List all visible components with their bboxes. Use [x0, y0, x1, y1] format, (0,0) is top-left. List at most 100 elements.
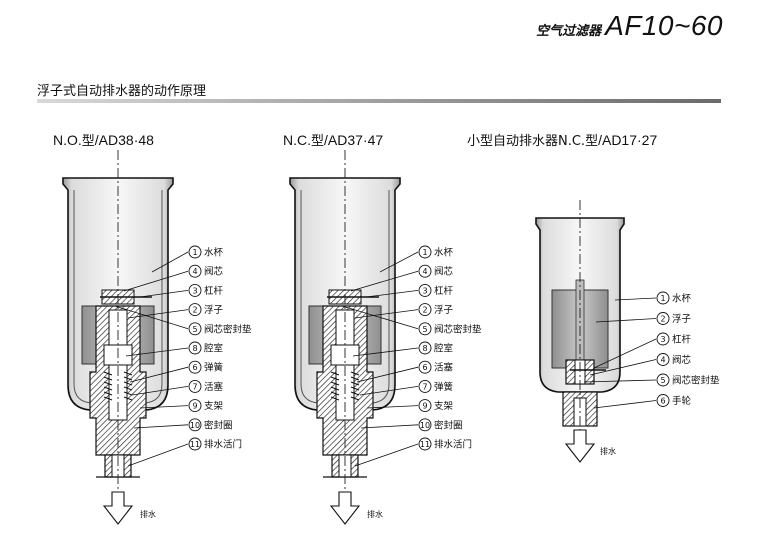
- leader-line: [127, 443, 189, 467]
- leader-line: [123, 270, 189, 292]
- drain-unit-mini: 排水: [535, 200, 625, 463]
- leader-line: [593, 400, 657, 409]
- callout-number: 6: [660, 397, 665, 406]
- section-title: 浮子式自动排水器的动作原理: [37, 84, 207, 99]
- leader-line: [139, 290, 189, 298]
- spring-coil: [330, 386, 340, 391]
- callout-number: 5: [660, 376, 665, 385]
- no-callout-7: 7 活塞: [131, 379, 224, 396]
- leader-line: [614, 297, 657, 301]
- leader-line: [114, 305, 189, 330]
- leader-line: [131, 386, 189, 396]
- callout-circle: [188, 379, 202, 393]
- callout-label: 阀芯密封垫: [672, 375, 720, 387]
- callout-number: 5: [422, 325, 427, 334]
- product-model: AF10~60: [605, 10, 723, 41]
- nc-callout-7: 7 弹簧: [359, 379, 454, 396]
- callout-label: 排水活门: [434, 439, 472, 451]
- callout-label: 活塞: [204, 381, 224, 393]
- callout-number: 2: [422, 306, 427, 315]
- leader-line: [151, 251, 189, 273]
- spring-coil: [350, 381, 360, 386]
- callout-label: 阀芯: [204, 266, 224, 278]
- leader-line: [133, 424, 189, 429]
- nc-callout-11: 11 排水活门: [354, 437, 472, 467]
- callout-number: 1: [422, 248, 427, 257]
- leader-line: [127, 309, 189, 319]
- callout-circle: [188, 437, 202, 451]
- leader-line: [354, 309, 419, 319]
- callout-label: 活塞: [434, 362, 454, 374]
- callout-number: 11: [190, 440, 200, 449]
- callout-number: 10: [420, 421, 430, 430]
- spring-coil: [330, 376, 340, 381]
- leader-line: [583, 379, 657, 383]
- nc-callout-5: 5 阀芯密封垫: [341, 305, 482, 336]
- callout-circle: [188, 360, 202, 374]
- callout-number: 4: [660, 356, 665, 365]
- callout-circle: [656, 291, 670, 305]
- callout-circle: [418, 418, 432, 432]
- drain-arrow: [329, 491, 361, 525]
- callout-number: 11: [420, 440, 430, 449]
- spring-coil: [123, 391, 133, 396]
- spring-coil: [123, 371, 133, 376]
- spring-coil: [103, 381, 113, 386]
- callout-number: 4: [192, 267, 197, 276]
- leader-line: [354, 443, 419, 467]
- leader-line: [595, 318, 657, 323]
- drain-arrow: [102, 491, 134, 525]
- leader-line: [352, 347, 419, 357]
- spring-coil: [350, 396, 360, 401]
- leader-line: [593, 338, 657, 369]
- callout-label: 腔室: [434, 343, 453, 355]
- drain-label: 排水: [367, 509, 383, 519]
- callout-number: 10: [190, 421, 200, 430]
- mini-callout-6: 6 手轮: [593, 394, 692, 409]
- callout-number: 7: [422, 382, 427, 391]
- no-callout-4: 4 阀芯: [123, 264, 224, 292]
- callout-label: 杠杆: [434, 285, 454, 297]
- leader-line: [366, 405, 419, 409]
- callout-label: 阀芯密封垫: [204, 323, 252, 335]
- product-name: 空气过滤器: [536, 24, 602, 39]
- callout-number: 6: [422, 363, 427, 372]
- callout-number: 2: [192, 306, 197, 315]
- callout-label: 弹簧: [434, 381, 454, 393]
- no-callout-2: 2 浮子: [127, 303, 224, 319]
- callout-label: 浮子: [204, 304, 224, 316]
- callout-label: 手轮: [672, 395, 692, 407]
- leader-line: [360, 424, 419, 429]
- spring-coil: [350, 386, 360, 391]
- nc-callout-6: 6 活塞: [356, 360, 454, 383]
- leader-line: [359, 386, 419, 396]
- leader-line: [125, 347, 189, 357]
- callout-circle: [656, 332, 670, 346]
- callout-circle: [418, 399, 432, 413]
- spring-coil: [103, 391, 113, 396]
- callout-number: 9: [422, 402, 427, 411]
- spring-coil: [330, 391, 340, 396]
- callout-label: 水杯: [204, 247, 224, 259]
- callout-number: 7: [192, 382, 197, 391]
- callout-circle: [656, 373, 670, 387]
- callout-circle: [418, 322, 432, 336]
- callout-number: 9: [192, 402, 197, 411]
- spring-coil: [350, 371, 360, 376]
- callout-circle: [188, 283, 202, 297]
- callout-label: 浮子: [672, 313, 692, 325]
- callout-label: 阀芯密封垫: [434, 323, 482, 335]
- callout-label: 浮子: [434, 304, 454, 316]
- callout-number: 6: [192, 363, 197, 372]
- callout-circle: [418, 360, 432, 374]
- spring-coil: [123, 386, 133, 391]
- callout-number: 3: [422, 286, 427, 295]
